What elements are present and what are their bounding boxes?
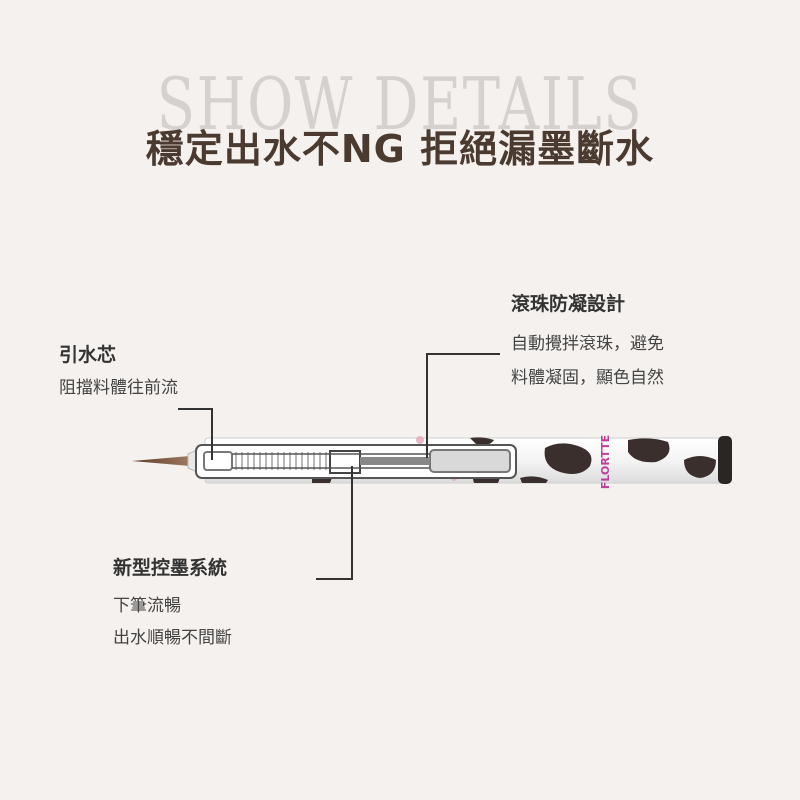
brush-tip — [132, 456, 190, 466]
wick-callout-desc: 阻擋料體往前流 — [59, 378, 178, 398]
wick-callout-title: 引水芯 — [59, 344, 117, 366]
page-title: 穩定出水不NG 拒絕漏墨斷水 — [145, 127, 655, 171]
pen-end-cap — [718, 436, 732, 484]
watermark-title: SHOW DETAILS — [156, 62, 644, 146]
wick — [203, 451, 233, 471]
spring-coils — [235, 452, 327, 470]
ball-callout-line — [426, 353, 500, 458]
ink-system-callout-desc-2: 出水順暢不間斷 — [113, 628, 232, 648]
ball-callout-desc-1: 自動攪拌滾珠，避免 — [511, 334, 664, 354]
wick-callout-line — [178, 408, 213, 460]
ink-system-callout-title: 新型控墨系統 — [113, 557, 228, 579]
ink-reservoir — [429, 449, 511, 473]
ink-system-callout-desc-1: 下筆流暢 — [113, 596, 181, 616]
ball-callout-title: 滾珠防凝設計 — [511, 293, 626, 315]
brand-print: FLORTTE — [599, 435, 612, 489]
ink-system-callout-line — [316, 466, 353, 580]
ball-callout-desc-2: 料體凝固，顯色自然 — [511, 368, 664, 388]
callout-lines — [178, 353, 500, 580]
